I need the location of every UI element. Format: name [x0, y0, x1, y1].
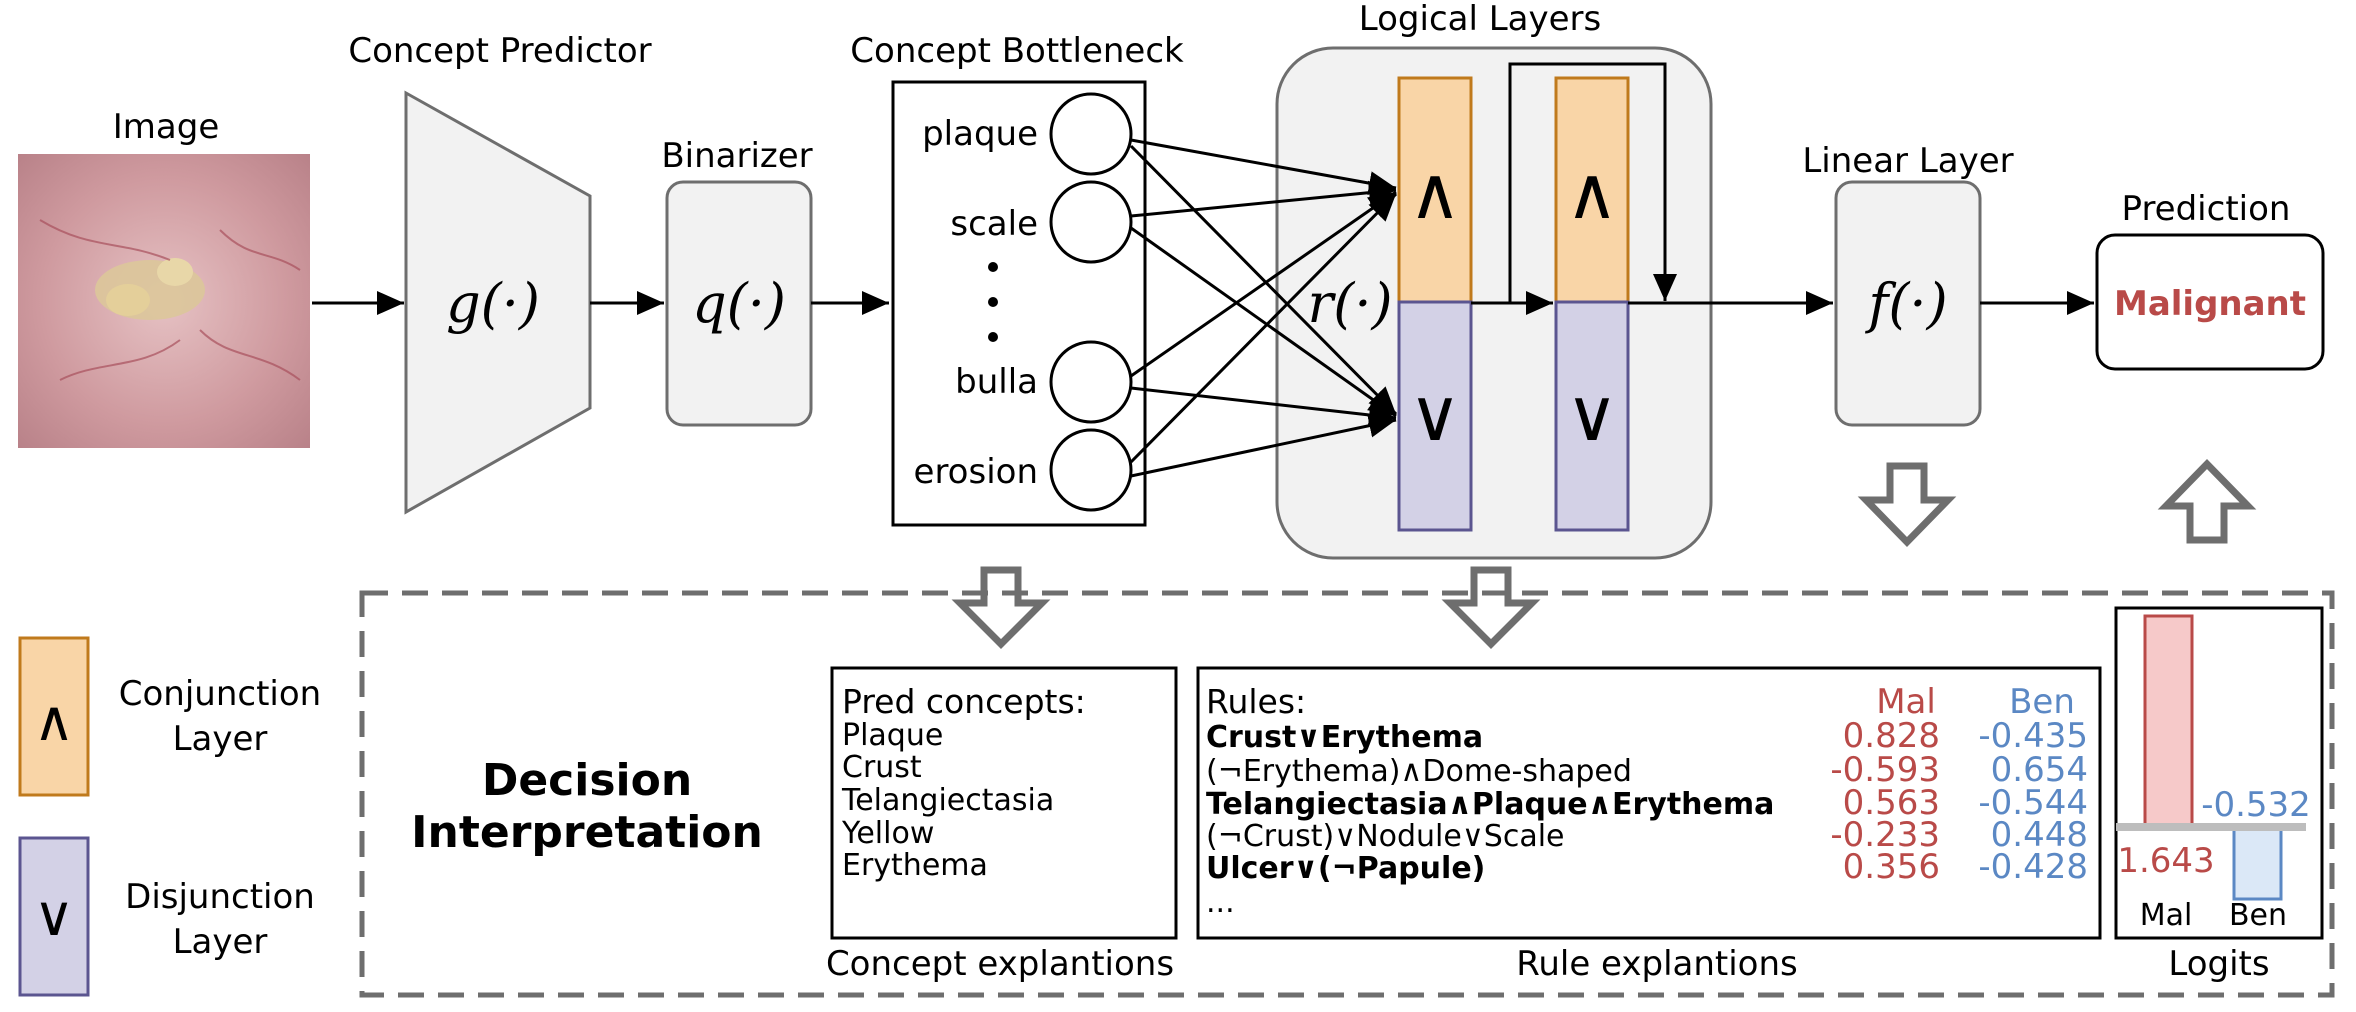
concept-explanations-caption: Concept explantions — [826, 944, 1174, 984]
legend-disjunction-swatch — [18, 836, 90, 997]
logit-bar-ben — [2232, 825, 2283, 901]
concept-node-scale — [1049, 180, 1133, 264]
disjunction-layer-1 — [1397, 300, 1473, 532]
rule-explanations-box — [1196, 666, 2102, 940]
rule-weight-ben: -0.544 — [1978, 783, 2088, 823]
legend-conjunction-swatch — [18, 636, 90, 797]
pred-concept-item: Crust — [842, 750, 922, 785]
hollow-arrow-down-icon — [1441, 566, 1541, 649]
logical-layers-label: Logical Layers — [1359, 0, 1601, 39]
skin-lesion-image — [18, 154, 310, 448]
or-icon: ∨ — [1409, 373, 1462, 457]
and-icon: ∧ — [1566, 151, 1619, 235]
hollow-arrow-down-icon — [1857, 462, 1957, 548]
hollow-arrow-down-icon — [951, 566, 1051, 649]
disjunction-layer-2 — [1554, 300, 1630, 532]
or-icon: ∨ — [34, 884, 75, 949]
pred-concept-item: Yellow — [841, 816, 934, 851]
pred-concept-item: Plaque — [842, 718, 943, 753]
pred-concept-item: Telangiectasia — [841, 783, 1054, 818]
logit-value-ben: -0.532 — [2201, 785, 2311, 825]
rules-col-mal: Mal — [1876, 682, 1936, 722]
prediction-box — [2095, 233, 2325, 371]
rule-weight-mal: 0.356 — [1843, 847, 1940, 887]
rule-weight-ben: -0.435 — [1978, 716, 2088, 756]
logit-label-mal: Mal — [2140, 898, 2193, 933]
linear-function: f(·) — [1864, 272, 1947, 335]
rule-text: Telangiectasia∧Plaque∧Erythema — [1206, 787, 1774, 822]
interpretation-region — [359, 590, 2335, 998]
or-icon: ∨ — [1566, 373, 1619, 457]
and-icon: ∧ — [1409, 151, 1462, 235]
rule-weight-mal: -0.233 — [1830, 815, 1940, 855]
concept-label-scale: scale — [950, 204, 1038, 244]
rule-weight-ben: -0.428 — [1978, 847, 2088, 887]
logical-function: r(·) — [1307, 272, 1392, 335]
rule-weight-ben: 0.448 — [1991, 815, 2088, 855]
concept-label-erosion: erosion — [914, 452, 1038, 492]
concept-predictor-shape — [404, 90, 592, 515]
legend-disjunction-label-2: Layer — [173, 922, 268, 962]
rule-text: Crust∨Erythema — [1206, 720, 1483, 755]
rule-explanations-caption: Rule explantions — [1516, 944, 1798, 984]
pred-concepts-heading: Pred concepts: — [842, 682, 1086, 721]
pred-concept-item: Erythema — [842, 848, 988, 883]
vertical-dots — [988, 262, 998, 342]
concept-node-plaque — [1049, 92, 1133, 176]
logit-value-mal: 1.643 — [2117, 841, 2214, 881]
interpretation-title-line1: Decision — [482, 755, 692, 806]
rule-text: Ulcer∨(¬Papule) — [1206, 851, 1485, 886]
and-icon: ∧ — [34, 689, 75, 754]
prediction-label: Prediction — [2122, 189, 2291, 229]
binarizer-function: q(·) — [692, 272, 786, 335]
interpretation-title-line2: Interpretation — [411, 807, 763, 858]
rules-heading: Rules: — [1206, 682, 1306, 721]
linear-layer-label: Linear Layer — [1802, 141, 2013, 181]
hollow-arrow-up-icon — [2157, 458, 2257, 544]
rule-weight-mal: 0.828 — [1843, 716, 1940, 756]
concept-label-plaque: plaque — [922, 114, 1038, 154]
image-label: Image — [113, 107, 219, 147]
logits-caption: Logits — [2168, 944, 2269, 984]
concept-label-bulla: bulla — [955, 362, 1038, 402]
concept-predictor-label: Concept Predictor — [348, 31, 651, 71]
logit-label-ben: Ben — [2229, 898, 2287, 933]
predictor-function: g(·) — [446, 272, 540, 335]
skip-connection — [1508, 62, 1677, 303]
concept-node-erosion — [1049, 428, 1133, 512]
rule-text: (¬Crust)∨Nodule∨Scale — [1206, 819, 1565, 854]
rules-ellipsis: ... — [1206, 885, 1235, 920]
legend-disjunction-label: Disjunction — [125, 877, 315, 917]
prediction-value: Malignant — [2114, 284, 2306, 324]
concept-explanations-box — [830, 666, 1178, 940]
logit-bar-mal — [2143, 614, 2194, 829]
rule-weight-mal: 0.563 — [1843, 783, 1940, 823]
rules-col-ben: Ben — [2009, 682, 2075, 722]
binarizer-label: Binarizer — [661, 136, 812, 176]
rule-text: (¬Erythema)∧Dome-shaped — [1206, 754, 1632, 789]
concept-node-bulla — [1049, 340, 1133, 424]
legend-conjunction-label-2: Layer — [173, 719, 268, 759]
concept-connections — [1129, 138, 1398, 478]
rule-weight-mal: -0.593 — [1830, 750, 1940, 790]
rule-weight-ben: 0.654 — [1991, 750, 2088, 790]
legend-conjunction-label: Conjunction — [119, 674, 321, 714]
bottleneck-label: Concept Bottleneck — [850, 31, 1184, 71]
